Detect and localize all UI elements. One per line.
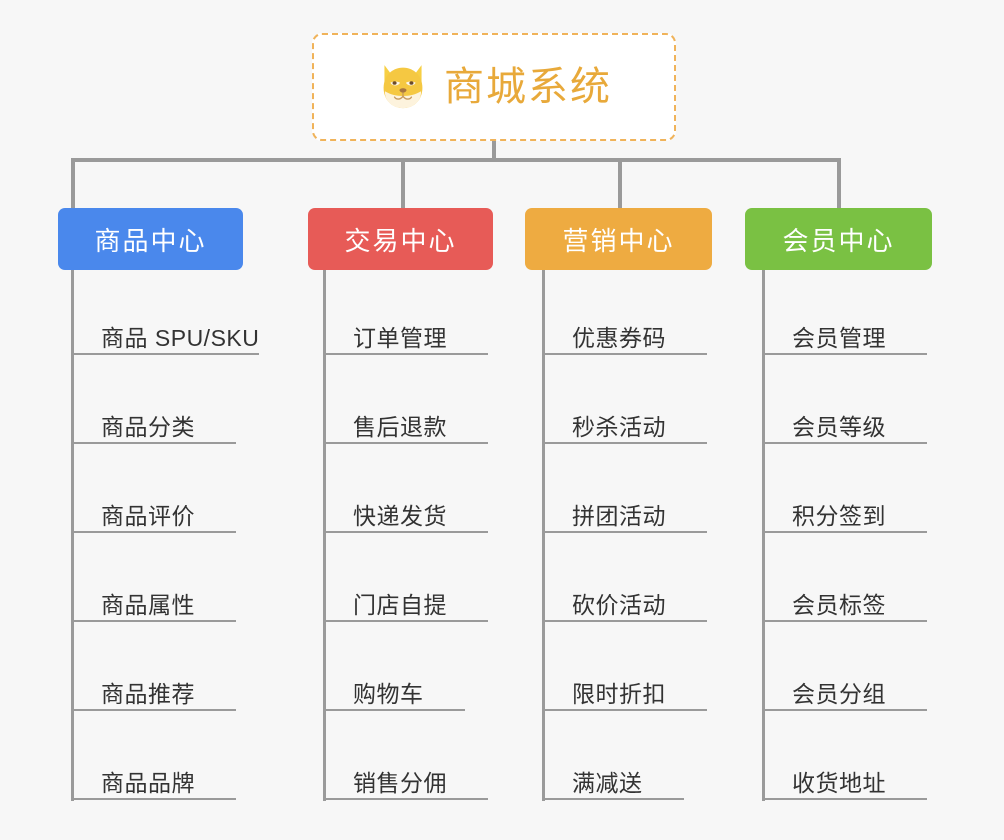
leaf-item-4-2[interactable]: 会员等级 (762, 408, 927, 444)
category-header-4[interactable]: 会员中心 (745, 208, 932, 270)
leaf-item-3-2[interactable]: 秒杀活动 (542, 408, 707, 444)
leaf-item-2-5[interactable]: 购物车 (323, 675, 465, 711)
leaf-item-1-3[interactable]: 商品评价 (71, 497, 236, 533)
leaf-item-3-6[interactable]: 满减送 (542, 764, 684, 800)
leaf-label-2-4: 门店自提 (353, 591, 447, 618)
leaf-item-4-4[interactable]: 会员标签 (762, 586, 927, 622)
leaf-label-4-5: 会员分组 (792, 680, 886, 707)
leaf-item-2-3[interactable]: 快递发货 (323, 497, 488, 533)
leaf-item-4-6[interactable]: 收货地址 (762, 764, 927, 800)
leaf-label-2-6: 销售分佣 (353, 769, 447, 796)
connector-bus (72, 158, 840, 162)
branch-trunk-2 (323, 270, 326, 801)
leaf-item-4-3[interactable]: 积分签到 (762, 497, 927, 533)
connector-drop-3 (618, 158, 622, 210)
leaf-label-2-3: 快递发货 (353, 502, 447, 529)
leaf-label-1-2: 商品分类 (101, 413, 195, 440)
leaf-item-1-5[interactable]: 商品推荐 (71, 675, 236, 711)
leaf-label-3-5: 限时折扣 (572, 680, 666, 707)
branch-trunk-4 (762, 270, 765, 801)
branch-trunk-3 (542, 270, 545, 801)
category-label-4: 会员中心 (782, 225, 895, 256)
leaf-label-1-1: 商品 SPU/SKU (101, 324, 260, 351)
shiba-dog-face-icon (383, 65, 423, 109)
leaf-item-1-2[interactable]: 商品分类 (71, 408, 236, 444)
leaf-label-3-2: 秒杀活动 (572, 413, 666, 440)
leaf-label-2-1: 订单管理 (353, 324, 447, 351)
leaf-item-3-5[interactable]: 限时折扣 (542, 675, 707, 711)
leaf-label-2-5: 购物车 (353, 680, 424, 707)
leaf-item-3-4[interactable]: 砍价活动 (542, 586, 707, 622)
leaf-label-2-2: 售后退款 (353, 413, 447, 440)
category-header-2[interactable]: 交易中心 (308, 208, 493, 270)
leaf-item-1-1[interactable]: 商品 SPU/SKU (71, 319, 259, 355)
category-label-2: 交易中心 (344, 225, 457, 256)
leaf-label-4-2: 会员等级 (792, 413, 886, 440)
branch-trunk-1 (71, 270, 74, 801)
leaf-label-3-3: 拼团活动 (572, 502, 666, 529)
connector-drop-2 (401, 158, 405, 210)
category-label-3: 营销中心 (562, 225, 675, 256)
leaf-label-3-1: 优惠券码 (572, 324, 666, 351)
leaf-item-2-6[interactable]: 销售分佣 (323, 764, 488, 800)
connector-drop-4 (837, 158, 841, 210)
leaf-item-3-3[interactable]: 拼团活动 (542, 497, 707, 533)
leaf-item-1-6[interactable]: 商品品牌 (71, 764, 236, 800)
leaf-label-4-6: 收货地址 (792, 769, 886, 796)
category-header-1[interactable]: 商品中心 (58, 208, 243, 270)
root-node[interactable]: 商城系统 (312, 33, 676, 141)
leaf-label-3-6: 满减送 (572, 769, 643, 796)
root-title: 商城系统 (444, 65, 612, 109)
leaf-label-1-3: 商品评价 (101, 502, 195, 529)
leaf-item-4-5[interactable]: 会员分组 (762, 675, 927, 711)
leaf-item-2-1[interactable]: 订单管理 (323, 319, 488, 355)
leaf-label-1-6: 商品品牌 (101, 769, 195, 796)
category-label-1: 商品中心 (94, 225, 207, 256)
leaf-item-1-4[interactable]: 商品属性 (71, 586, 236, 622)
leaf-label-1-4: 商品属性 (101, 591, 195, 618)
leaf-item-3-1[interactable]: 优惠券码 (542, 319, 707, 355)
leaf-item-4-1[interactable]: 会员管理 (762, 319, 927, 355)
leaf-item-2-4[interactable]: 门店自提 (323, 586, 488, 622)
leaf-label-4-4: 会员标签 (792, 591, 886, 618)
leaf-label-3-4: 砍价活动 (572, 591, 666, 618)
leaf-item-2-2[interactable]: 售后退款 (323, 408, 488, 444)
leaf-label-1-5: 商品推荐 (101, 680, 195, 707)
leaf-label-4-3: 积分签到 (792, 502, 886, 529)
leaf-label-4-1: 会员管理 (792, 324, 886, 351)
category-header-3[interactable]: 营销中心 (525, 208, 712, 270)
connector-root-stem (492, 141, 496, 162)
connector-drop-1 (71, 158, 75, 210)
